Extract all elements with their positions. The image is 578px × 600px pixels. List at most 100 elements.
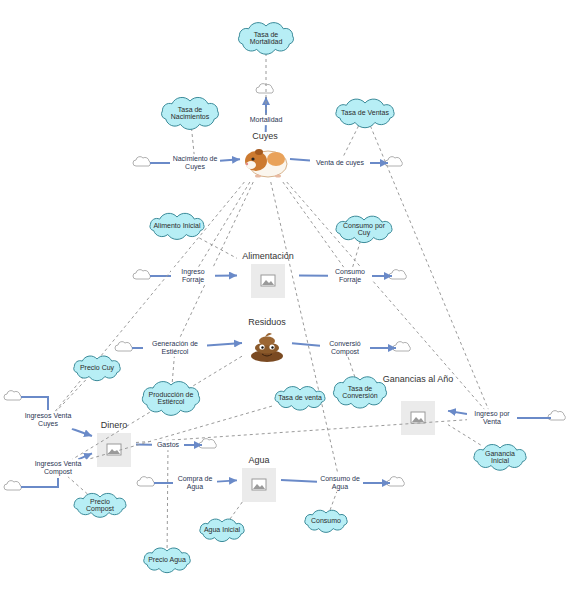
auxiliary-cloud: Precio Cuy: [71, 356, 123, 380]
link-line: [172, 357, 174, 382]
image-placeholder: [401, 401, 435, 435]
flow-pipe: [363, 482, 390, 484]
text-holder: Consumo: [302, 510, 350, 532]
auxiliary-cloud: Precio Agua: [141, 548, 193, 572]
auxiliary-cloud: Agua Inicial: [197, 519, 247, 541]
placeholder-picture: [411, 412, 425, 423]
cloud-shape: [74, 356, 121, 381]
variable-name: Consumo por Cuy: [339, 222, 389, 237]
stock-name: Cuyes: [252, 131, 278, 141]
link-line: [266, 53, 267, 115]
auxiliary-cloud: Ganancia Inicial: [471, 445, 529, 469]
poop-tip: [265, 333, 272, 337]
flow-valve: Ingresos Venta Compost: [28, 459, 88, 476]
pig-ear: [255, 149, 263, 155]
sink-cloud: [256, 84, 273, 93]
link-line: [199, 238, 237, 258]
text-holder: Alimento Inicial: [147, 214, 207, 238]
auxiliary-cloud: Tasa de Ventas: [333, 100, 397, 126]
flow-name: Venta de cuyes: [316, 159, 364, 166]
stock-name: Alimentación: [242, 251, 294, 261]
text-holder: Tasa de Conversión: [331, 377, 389, 407]
link-line: [192, 128, 195, 154]
text-holder: Producción de Estiércol: [140, 382, 202, 414]
link-line: [348, 357, 355, 377]
flow-name: Compra de Agua: [178, 475, 213, 490]
text-holder: Ganancia Inicial: [471, 445, 529, 469]
flow-pipe: [299, 274, 328, 276]
auxiliary-cloud: Alimento Inicial: [147, 214, 207, 238]
flow-pipe: [21, 397, 48, 410]
auxiliary-cloud: Tasa de Nacimientos: [159, 98, 221, 128]
flow-valve: Consumo Forraje: [328, 267, 372, 284]
cloud-shape: [305, 510, 347, 532]
variable-name: Ganancia Inicial: [477, 450, 523, 465]
variable-name: Producción de Estiércol: [146, 391, 196, 406]
poop-pupil: [271, 346, 273, 348]
flow-valve: Nacimiento de Cuyes: [170, 154, 220, 171]
flow-name: Mortalidad: [250, 116, 283, 123]
placeholder-frame: [97, 433, 131, 467]
flow-valve: Generación de Estiércol: [143, 339, 207, 356]
placeholder-mountain: [412, 417, 424, 422]
variable-name: Precio Compost: [77, 498, 123, 513]
auxiliary-cloud: Tasa de venta: [272, 387, 328, 409]
stock-name: Ganancias al Año: [383, 374, 454, 384]
cloud-shape: [200, 519, 244, 541]
poop-eye: [259, 344, 264, 349]
placeholder-frame: [251, 264, 285, 298]
pig-nose: [246, 163, 248, 165]
flow-name: Consumo de Agua: [320, 475, 360, 490]
stock-box: Agua: [237, 456, 281, 502]
text-holder: Consumo de Agua: [319, 475, 361, 490]
text-holder: Gastos: [154, 441, 182, 449]
link-line: [136, 420, 467, 443]
variable-name: Precio Agua: [148, 556, 186, 563]
cloud-shape: [144, 548, 191, 573]
text-holder: Nacimiento de Cuyes: [172, 155, 218, 170]
flow-name: Generación de Estiércol: [152, 340, 198, 355]
text-holder: Alimentación: [227, 252, 309, 262]
flow-pipe: [215, 274, 237, 276]
text-holder: Precio Compost: [71, 494, 129, 516]
link-line: [56, 380, 86, 411]
text-holder: Venta de cuyes: [312, 159, 368, 167]
pig-muzzle: [246, 161, 256, 169]
flow-pipe: [265, 97, 267, 115]
poop-top: [259, 337, 275, 346]
placeholder-picture: [261, 275, 275, 286]
image-placeholder: [251, 264, 285, 298]
cloud-shape: [238, 23, 293, 55]
link-line: [287, 182, 485, 409]
auxiliary-cloud: Precio Compost: [71, 494, 129, 516]
text-holder: Consumo Forraje: [330, 268, 370, 283]
flow-pipe: [370, 347, 396, 349]
auxiliary-cloud: Consumo: [302, 510, 350, 532]
flow-pipe: [132, 347, 143, 349]
variable-name: Tasa de Conversión: [337, 385, 383, 400]
flow-pipe: [220, 159, 240, 161]
text-holder: Tasa de Mortalidad: [236, 23, 296, 53]
link-line: [370, 126, 488, 409]
link-line: [330, 492, 337, 510]
variable-name: Tasa de venta: [278, 394, 322, 401]
text-holder: Agua: [227, 456, 291, 466]
text-holder: Mortalidad: [243, 116, 289, 124]
sink-cloud: [393, 342, 410, 351]
auxiliary-cloud: Producción de Estiércol: [140, 382, 202, 414]
stock-box: Ganancias al Año: [388, 375, 448, 437]
flow-pipe: [370, 162, 388, 164]
flow-name: Conversió Compost: [329, 340, 361, 355]
source-cloud: [4, 481, 21, 490]
flow-pipe: [184, 444, 202, 446]
sink-cloud: [385, 157, 402, 166]
image-placeholder: [242, 468, 276, 502]
text-holder: Residuos: [232, 318, 302, 328]
stock-box: Alimentación: [237, 252, 299, 298]
image-placeholder: [97, 433, 131, 467]
sink-cloud: [389, 270, 406, 279]
text-holder: Tasa de Nacimientos: [159, 98, 221, 128]
cloud-shape: [142, 382, 199, 416]
